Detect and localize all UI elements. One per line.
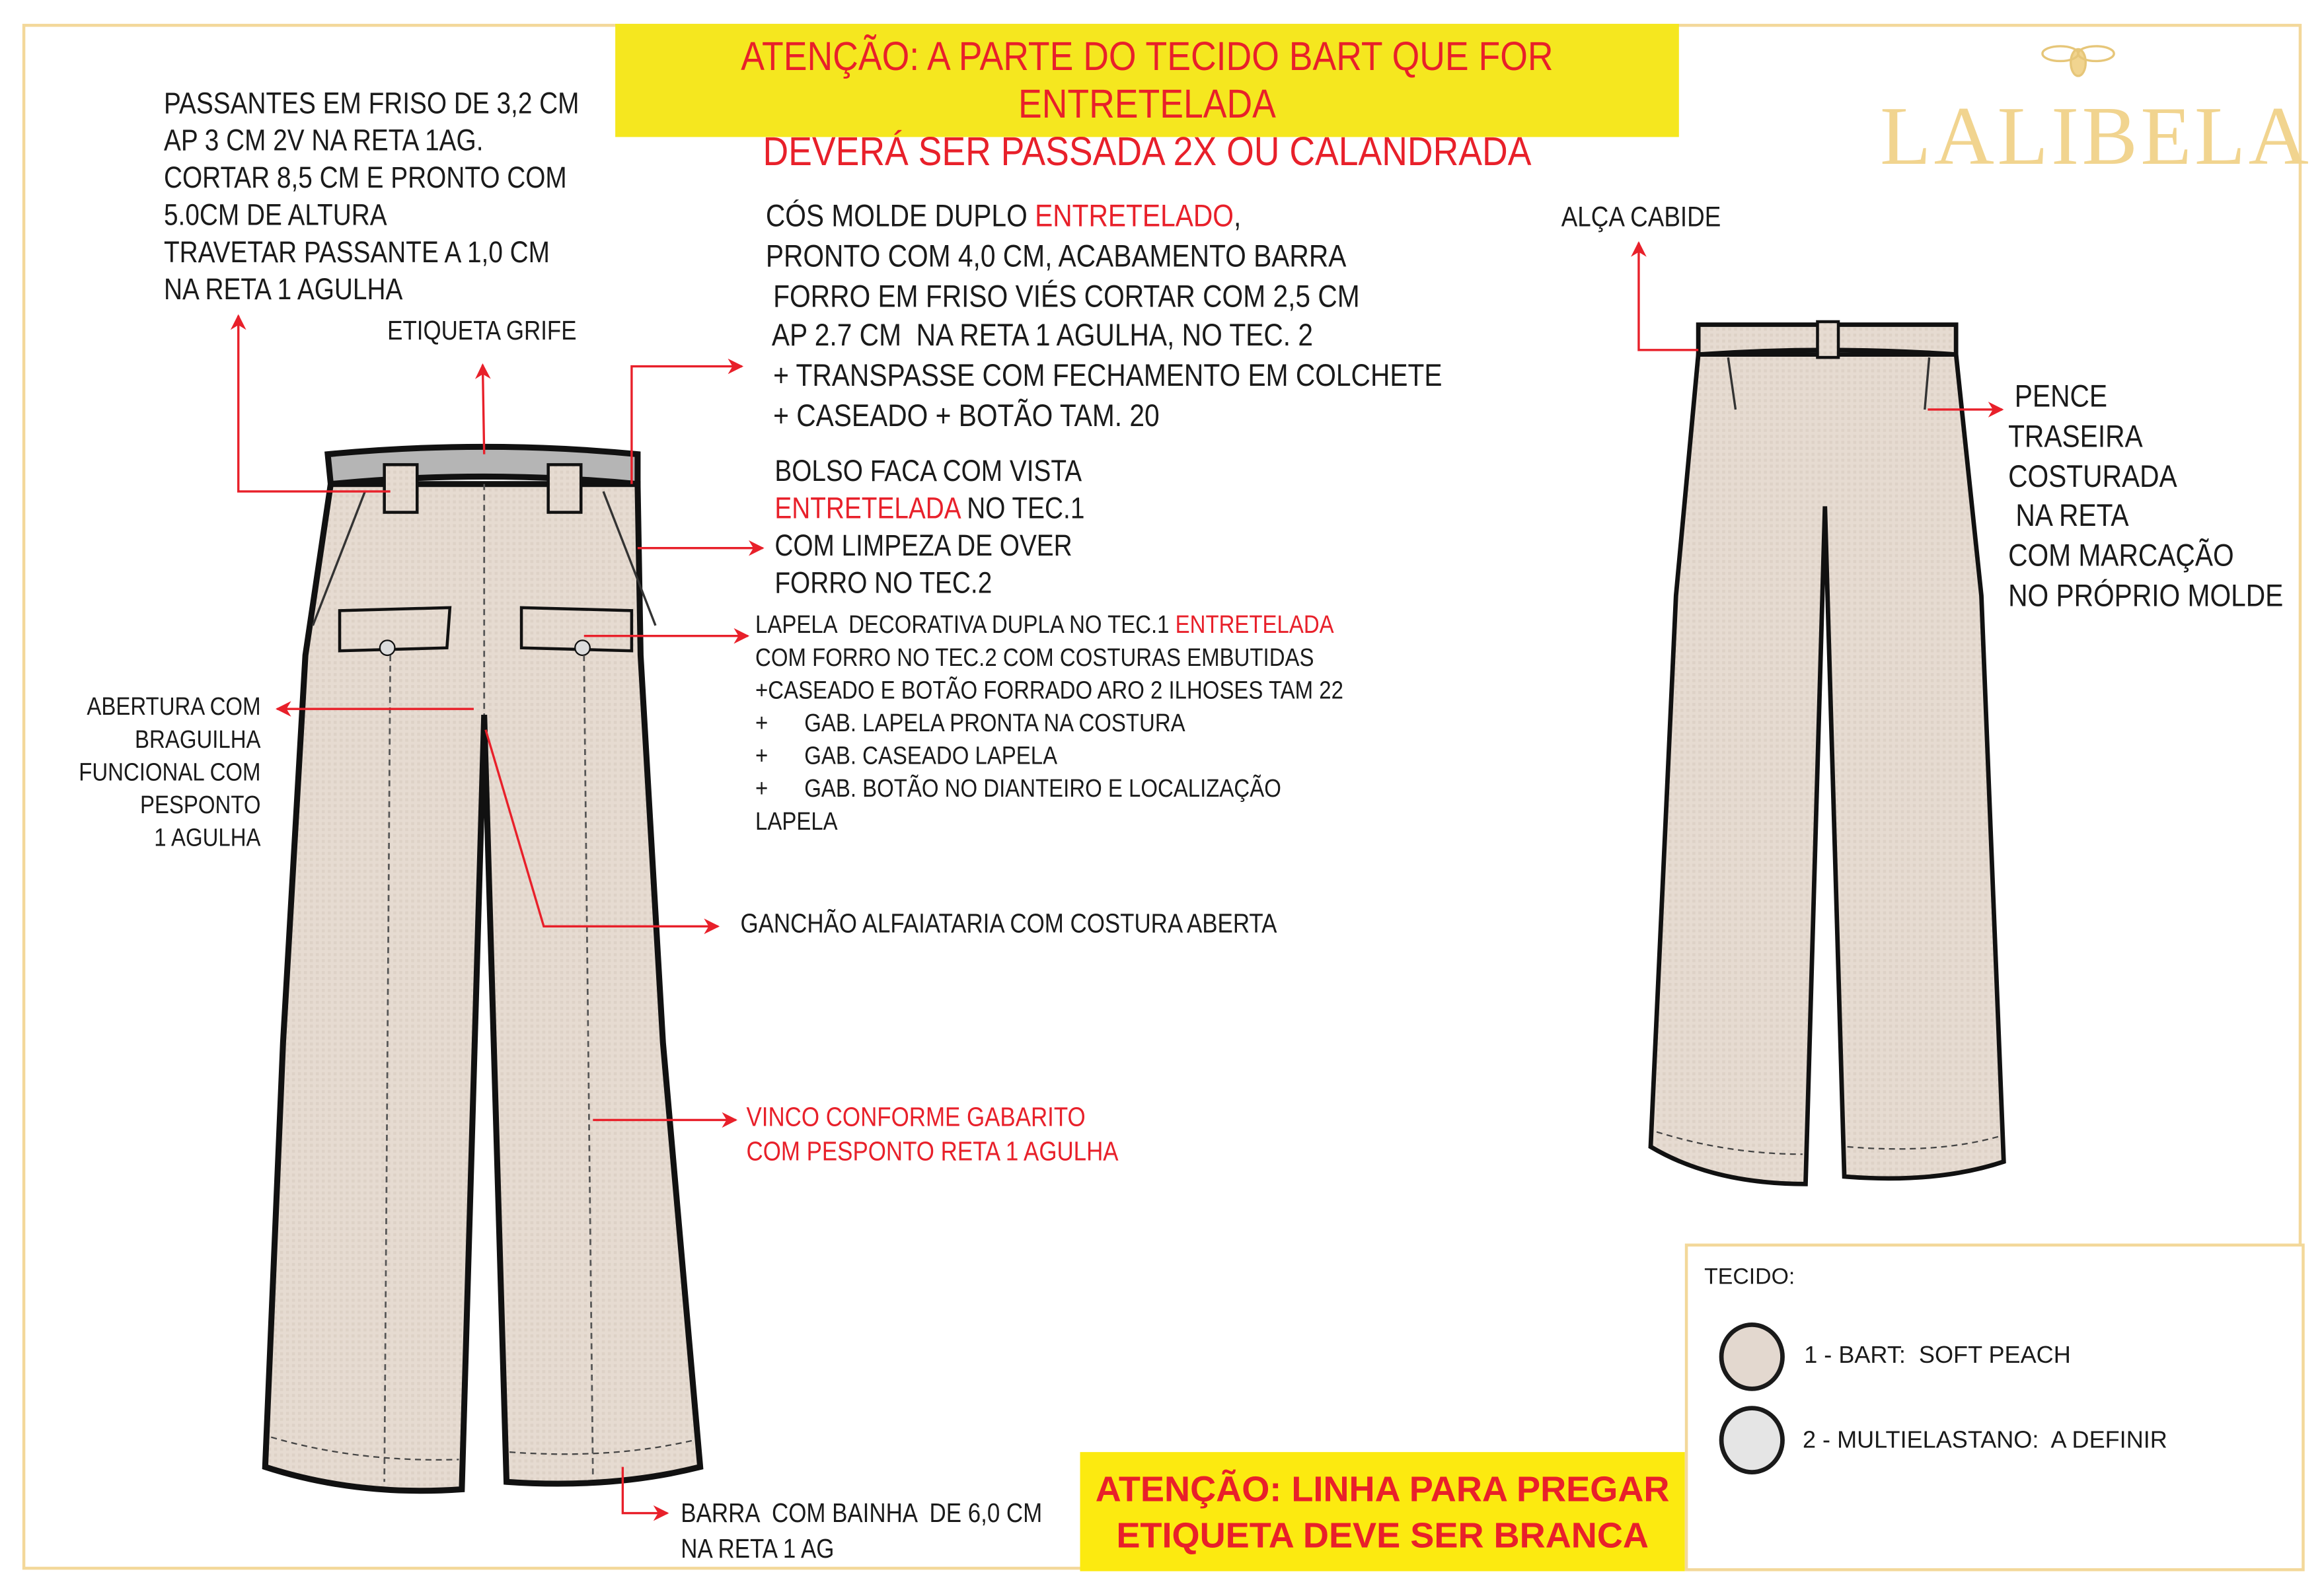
- etiqueta-note: ETIQUETA GRIFE: [387, 315, 577, 346]
- legend-item-label: 2 - MULTIELASTANO: A DEFINIR: [1802, 1428, 2167, 1454]
- lapela-note: LAPELA DECORATIVA DUPLA NO TEC.1 ENTRETE…: [755, 609, 1343, 838]
- note-text: LAPELA DECORATIVA DUPLA NO TEC.1: [755, 610, 1176, 639]
- note-line: TRAVETAR PASSANTE A 1,0 CM: [163, 236, 550, 270]
- note-line: PASSANTES EM FRISO DE 3,2 CM: [163, 88, 580, 121]
- note-text: CÓS MOLDE DUPLO: [765, 199, 1035, 234]
- note-line: + GAB. LAPELA PRONTA NA COSTURA: [755, 709, 1185, 737]
- passantes-note: PASSANTES EM FRISO DE 3,2 CM AP 3 CM 2V …: [164, 87, 579, 310]
- note-line: +CASEADO E BOTÃO FORRADO ARO 2 ILHOSES T…: [755, 676, 1343, 705]
- warning-line: ATENÇÃO: LINHA PARA PREGAR: [1095, 1470, 1670, 1511]
- abertura-note: ABERTURA COM BRAGUILHA FUNCIONAL COM PES…: [79, 691, 260, 855]
- bee-icon: [2041, 45, 2115, 77]
- callout-arrows: [230, 241, 2004, 1521]
- legend-item-label: 1 - BART: SOFT PEACH: [1804, 1343, 2071, 1369]
- note-line: BARRA COM BAINHA DE 6,0 CM: [681, 1498, 1043, 1529]
- note-highlight: ENTRETELADA: [1175, 610, 1334, 639]
- note-line: COM MARCAÇÃO: [2008, 539, 2234, 574]
- note-line: NA RETA 1 AG: [681, 1534, 835, 1564]
- note-line: 1 AGULHA: [154, 823, 261, 852]
- note-line: 5.0CM DE ALTURA: [163, 199, 387, 233]
- fabric-swatch-bart: [1719, 1322, 1785, 1391]
- note-line: FORRO EM FRISO VIÉS CORTAR COM 2,5 CM: [765, 279, 1360, 314]
- attention-banner: ATENÇÃO: A PARTE DO TECIDO BART QUE FOR …: [615, 24, 1679, 174]
- note-line: + TRANSPASSE COM FECHAMENTO EM COLCHETE: [765, 359, 1443, 394]
- pence-note: PENCE TRASEIRA COSTURADA NA RETA COM MAR…: [2008, 379, 2283, 618]
- note-line: ABERTURA COM: [87, 692, 261, 721]
- note-line: COSTURADA: [2008, 459, 2177, 494]
- note-line: NA RETA: [2008, 499, 2129, 534]
- note-line: + GAB. BOTÃO NO DIANTEIRO E LOCALIZAÇÃO: [755, 774, 1281, 803]
- brand-logo: LALIBELA: [1880, 91, 2312, 184]
- fabric-swatch-multielastano: [1719, 1406, 1785, 1474]
- note-text: ,: [1233, 199, 1242, 234]
- legend-title: TECIDO:: [1704, 1264, 1795, 1290]
- label-thread-warning: ATENÇÃO: LINHA PARA PREGAR ETIQUETA DEVE…: [1080, 1452, 1685, 1572]
- note-line: PESPONTO: [139, 791, 261, 819]
- note-highlight: ENTRETELADA: [774, 493, 960, 526]
- note-highlight: ENTRETELADO: [1035, 199, 1234, 234]
- note-line: VINCO CONFORME GABARITO: [746, 1102, 1086, 1132]
- note-line: BRAGUILHA: [135, 725, 261, 754]
- note-line: PENCE: [2014, 379, 2108, 414]
- note-line: + GAB. CASEADO LAPELA: [755, 741, 1058, 770]
- note-line: NO PRÓPRIO MOLDE: [2008, 579, 2284, 614]
- note-line: LAPELA: [755, 807, 838, 836]
- note-text: NO TEC.1: [959, 493, 1085, 526]
- note-line: FORRO NO TEC.2: [774, 567, 993, 600]
- note-line: + CASEADO + BOTÃO TAM. 20: [765, 399, 1160, 434]
- banner-line: DEVERÁ SER PASSADA 2X OU CALANDRADA: [763, 129, 1532, 174]
- note-line: TRASEIRA: [2008, 419, 2143, 454]
- note-line: COM FORRO NO TEC.2 COM COSTURAS EMBUTIDA…: [755, 643, 1314, 672]
- note-line: FUNCIONAL COM: [79, 758, 261, 787]
- note-line: COM LIMPEZA DE OVER: [774, 530, 1072, 563]
- note-line: PRONTO COM 4,0 CM, ACABAMENTO BARRA: [765, 239, 1347, 274]
- front-pants-drawing: [262, 443, 704, 1494]
- note-line: AP 3 CM 2V NA RETA 1AG.: [163, 125, 484, 158]
- ganchao-note: GANCHÃO ALFAIATARIA COM COSTURA ABERTA: [740, 908, 1277, 939]
- fabric-legend: TECIDO: 1 - BART: SOFT PEACH 2 - MULTIEL…: [1684, 1243, 2305, 1572]
- note-line: BOLSO FACA COM VISTA: [774, 455, 1082, 489]
- note-line: AP 2.7 CM NA RETA 1 AGULHA, NO TEC. 2: [765, 319, 1314, 354]
- bolso-note: BOLSO FACA COM VISTA ENTRETELADA NO TEC.…: [774, 454, 1084, 603]
- banner-line: ATENÇÃO: A PARTE DO TECIDO BART QUE FOR …: [741, 34, 1554, 127]
- warning-line: ETIQUETA DEVE SER BRANCA: [1116, 1516, 1649, 1556]
- note-line: NA RETA 1 AGULHA: [163, 273, 403, 307]
- note-line: CORTAR 8,5 CM E PRONTO COM: [163, 162, 567, 196]
- cos-note: CÓS MOLDE DUPLO ENTRETELADO, PRONTO COM …: [766, 198, 1443, 437]
- back-pants-drawing: [1648, 320, 2006, 1186]
- note-line: COM PESPONTO RETA 1 AGULHA: [746, 1136, 1119, 1167]
- barra-note: BARRA COM BAINHA DE 6,0 CM NA RETA 1 AG: [681, 1496, 1042, 1567]
- vinco-note: VINCO CONFORME GABARITO COM PESPONTO RET…: [747, 1101, 1119, 1169]
- alca-note: ALÇA CABIDE: [1561, 202, 1721, 234]
